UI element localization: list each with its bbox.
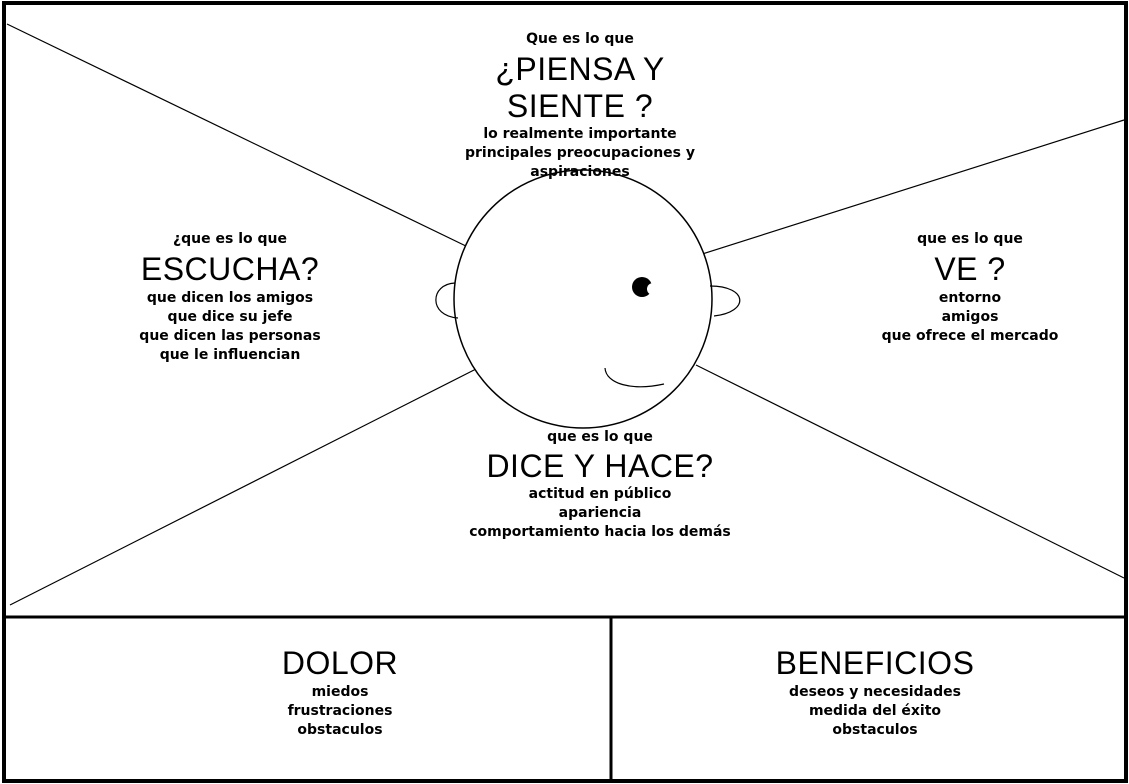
diagonal-top-right: [695, 119, 1125, 257]
section-dolor: DOLOR miedos frustraciones obstaculos: [215, 645, 465, 740]
ve-title: VE ?: [934, 251, 1006, 287]
dolor-detail: frustraciones: [287, 703, 393, 719]
diagonal-bottom-right: [695, 364, 1125, 579]
piensa-title-line-2: SIENTE ?: [506, 88, 654, 124]
dice-detail: comportamiento hacia los demás: [469, 524, 731, 540]
ve-detail: amigos: [941, 309, 999, 325]
smile-mouth: [604, 367, 665, 388]
beneficios-detail: deseos y necesidades: [789, 684, 961, 700]
piensa-intro: Que es lo que: [526, 31, 634, 47]
diagonal-bottom-left: [9, 367, 479, 606]
section-escucha: ¿que es lo que ESCUCHA? que dicen los am…: [105, 230, 355, 365]
right-ear: [709, 285, 741, 317]
dice-intro: que es lo que: [547, 429, 653, 445]
escucha-title: ESCUCHA?: [140, 251, 320, 287]
diagonal-top-left: [6, 23, 471, 249]
escucha-detail: que le influencian: [159, 347, 301, 363]
head-circle: [453, 169, 713, 429]
dolor-detail: miedos: [311, 684, 369, 700]
dice-detail: actitud en público: [528, 486, 672, 502]
section-piensa-y-siente: Que es lo que ¿PIENSA Y SIENTE ? lo real…: [430, 30, 730, 182]
dolor-title: DOLOR: [281, 645, 399, 681]
left-ear: [435, 282, 459, 319]
section-dice-y-hace: que es lo que DICE Y HACE? actitud en pú…: [420, 428, 780, 542]
ve-intro: que es lo que: [917, 231, 1023, 247]
dice-title: DICE Y HACE?: [486, 448, 714, 484]
dolor-detail: obstaculos: [297, 722, 383, 738]
dice-detail: apariencia: [558, 505, 642, 521]
piensa-detail: aspiraciones: [530, 164, 630, 180]
eye: [632, 277, 652, 297]
escucha-detail: que dicen las personas: [139, 328, 321, 344]
piensa-detail: lo realmente importante: [483, 126, 677, 142]
ve-detail: que ofrece el mercado: [881, 328, 1059, 344]
piensa-detail: principales preocupaciones y: [464, 145, 696, 161]
section-ve: que es lo que VE ? entorno amigos que of…: [850, 230, 1090, 346]
escucha-detail: que dice su jefe: [167, 309, 293, 325]
escucha-detail: que dicen los amigos: [146, 290, 314, 306]
beneficios-detail: medida del éxito: [808, 703, 942, 719]
ve-detail: entorno: [938, 290, 1002, 306]
beneficios-detail: obstaculos: [832, 722, 918, 738]
eye-highlight: [647, 283, 659, 295]
beneficios-title: BENEFICIOS: [775, 645, 975, 681]
piensa-title-line-1: ¿PIENSA Y: [495, 51, 665, 87]
section-beneficios: BENEFICIOS deseos y necesidades medida d…: [745, 645, 1005, 740]
escucha-intro: ¿que es lo que: [173, 231, 287, 247]
